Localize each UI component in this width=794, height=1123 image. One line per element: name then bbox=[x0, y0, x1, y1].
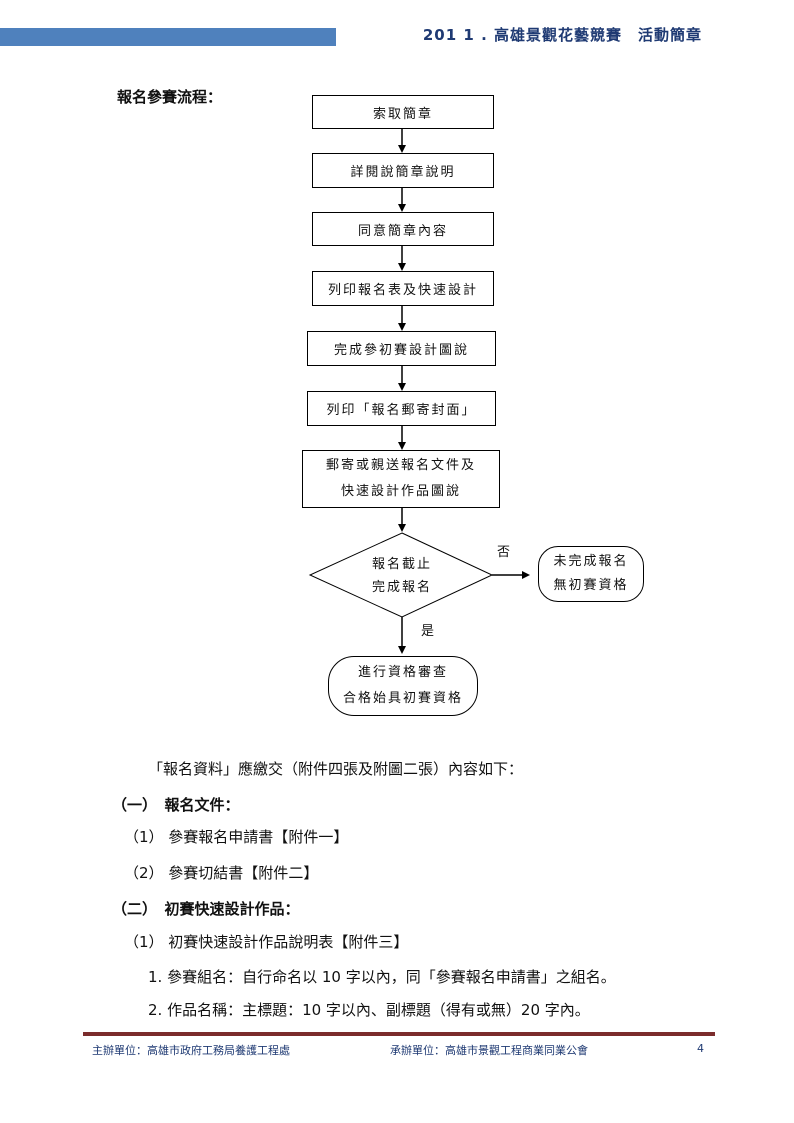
result-qualification-review: 進行資格審查 合格始具初賽資格 bbox=[328, 656, 478, 716]
decision-label: 報名截止 完成報名 bbox=[342, 553, 462, 599]
footer-contractor: 承辦單位：高雄市景觀工程商業同業公會 bbox=[390, 1044, 588, 1057]
item-application-form: （1） 參賽報名申請書【附件一】 bbox=[124, 828, 349, 846]
header-title: 201 1 . 高雄景觀花藝競賽 活動簡章 bbox=[422, 26, 702, 44]
no-branch-label: 否 bbox=[497, 545, 511, 560]
header-color-bar bbox=[0, 28, 336, 46]
result-not-qualified: 未完成報名 無初賽資格 bbox=[538, 546, 644, 602]
result-qualification-review-line2: 合格始具初賽資格 bbox=[342, 691, 463, 706]
item-design-description: （1） 初賽快速設計作品說明表【附件三】 bbox=[124, 933, 409, 951]
yes-branch-label: 是 bbox=[421, 624, 435, 639]
sub-item-team-name: 1. 參賽組名：自行命名以 10 字以內，同「參賽報名申請書」之組名。 bbox=[148, 968, 616, 986]
step-print-cover: 列印「報名郵寄封面」 bbox=[307, 391, 496, 426]
step-send-documents: 郵寄或親送報名文件及 快速設計作品圖說 bbox=[302, 450, 500, 508]
step-read-brochure: 詳閱說簡章說明 bbox=[312, 153, 494, 188]
footer-organizer: 主辦單位：高雄市政府工務局養護工程處 bbox=[92, 1044, 290, 1057]
step-send-documents-line1: 郵寄或親送報名文件及 bbox=[325, 458, 476, 473]
step-complete-design: 完成參初賽設計圖說 bbox=[307, 331, 496, 366]
page-number: 4 bbox=[697, 1042, 704, 1055]
step-agree-brochure: 同意簡章內容 bbox=[312, 212, 494, 246]
flowchart-heading: 報名參賽流程： bbox=[117, 88, 223, 106]
result-qualification-review-line1: 進行資格審查 bbox=[357, 665, 448, 680]
decision-label-line2: 完成報名 bbox=[371, 580, 432, 595]
decision-label-line1: 報名截止 bbox=[371, 557, 432, 572]
step-get-brochure: 索取簡章 bbox=[312, 95, 494, 129]
section-registration-docs: （一） 報名文件： bbox=[112, 796, 240, 814]
step-send-documents-line2: 快速設計作品圖說 bbox=[340, 484, 461, 499]
materials-intro: 「報名資料」應繳交（附件四張及附圖二張）內容如下： bbox=[148, 760, 524, 778]
item-affidavit: （2） 參賽切結書【附件二】 bbox=[124, 864, 319, 882]
sub-item-work-title: 2. 作品名稱：主標題：10 字以內、副標題（得有或無）20 字內。 bbox=[148, 1001, 590, 1019]
result-not-qualified-line2: 無初賽資格 bbox=[553, 578, 629, 593]
step-print-form: 列印報名表及快速設計 bbox=[312, 271, 494, 306]
decision-diamond bbox=[308, 532, 494, 618]
result-not-qualified-line1: 未完成報名 bbox=[553, 554, 629, 569]
footer-rule bbox=[83, 1032, 715, 1036]
section-quick-design: （二） 初賽快速設計作品： bbox=[112, 900, 300, 918]
